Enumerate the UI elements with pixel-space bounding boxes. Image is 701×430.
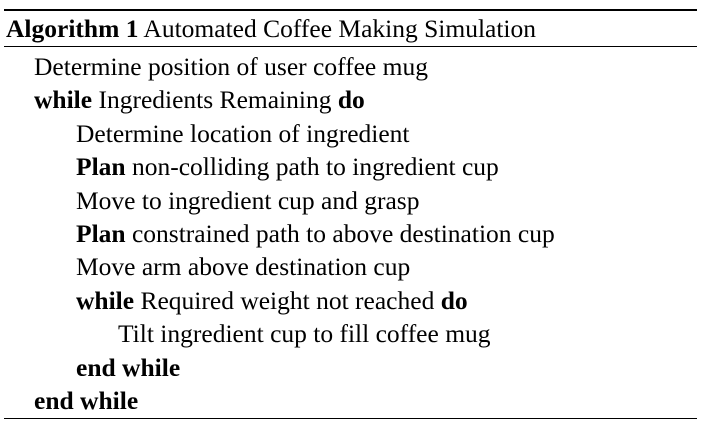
line-text: constrained path to above destination cu… bbox=[125, 219, 555, 248]
caption-rule bbox=[4, 46, 697, 47]
line-text: Determine location of ingredient bbox=[76, 118, 410, 148]
keyword: Plan bbox=[76, 152, 126, 182]
algorithm-line: while Required weight not reached do bbox=[76, 284, 468, 317]
keyword: end while bbox=[76, 352, 181, 382]
algorithm-label: Algorithm 1 bbox=[6, 14, 139, 43]
algorithm-line: Plan non-colliding path to ingredient cu… bbox=[76, 150, 499, 183]
keyword: while bbox=[76, 285, 135, 315]
algorithm-line: Determine position of user coffee mug bbox=[34, 50, 428, 83]
algorithm-line: end while bbox=[34, 384, 138, 417]
algorithm-line: while Ingredients Remaining do bbox=[34, 83, 365, 116]
keyword-end: do bbox=[440, 285, 468, 315]
algorithm-title: Automated Coffee Making Simulation bbox=[143, 14, 537, 43]
line-text: Determine position of user coffee mug bbox=[34, 52, 428, 81]
line-text: Required weight not reached bbox=[134, 285, 441, 315]
algorithm-line: Move arm above destination cup bbox=[76, 250, 410, 283]
top-rule bbox=[4, 9, 697, 11]
algorithm-caption: Algorithm 1 Automated Coffee Making Simu… bbox=[6, 12, 536, 45]
line-text: Ingredients Remaining bbox=[92, 85, 338, 115]
line-text: non-colliding path to ingredient cup bbox=[125, 152, 499, 182]
keyword: Plan bbox=[76, 219, 126, 248]
line-text: Move to ingredient cup and grasp bbox=[76, 185, 420, 215]
keyword-end: do bbox=[337, 85, 365, 115]
algorithm-line: Tilt ingredient cup to fill coffee mug bbox=[118, 317, 491, 350]
bottom-rule bbox=[4, 418, 697, 419]
line-text: Move arm above destination cup bbox=[76, 252, 411, 282]
keyword: while bbox=[34, 85, 93, 115]
keyword: end while bbox=[34, 386, 139, 415]
algorithm-line: Determine location of ingredient bbox=[76, 117, 410, 150]
algorithm-line: Move to ingredient cup and grasp bbox=[76, 184, 419, 217]
line-text: Tilt ingredient cup to fill coffee mug bbox=[118, 319, 491, 349]
algorithm-line: end while bbox=[76, 351, 180, 384]
algorithm-line: Plan constrained path to above destinati… bbox=[76, 217, 555, 250]
